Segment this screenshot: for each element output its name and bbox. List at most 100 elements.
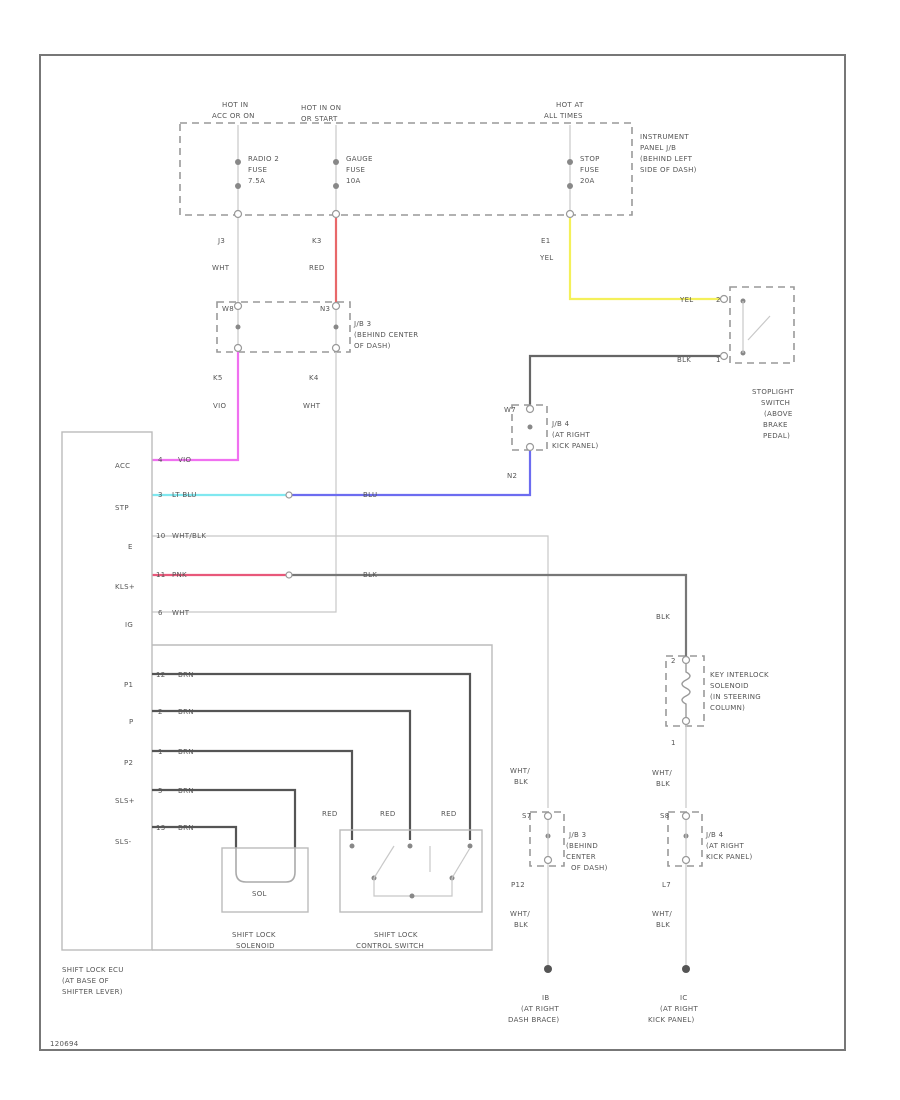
svg-text:(AT RIGHT: (AT RIGHT bbox=[521, 1005, 559, 1013]
svg-text:PEDAL): PEDAL) bbox=[763, 432, 790, 440]
svg-text:P2: P2 bbox=[124, 759, 133, 767]
svg-text:20A: 20A bbox=[580, 177, 595, 185]
svg-text:WHT/: WHT/ bbox=[652, 769, 672, 777]
svg-text:HOT AT: HOT AT bbox=[556, 101, 584, 109]
ground-ib-label: IB (AT RIGHT DASH BRACE) bbox=[508, 994, 559, 1024]
svg-text:BLK: BLK bbox=[514, 921, 528, 929]
svg-text:WHT/: WHT/ bbox=[510, 910, 530, 918]
svg-text:SWITCH: SWITCH bbox=[761, 399, 790, 407]
source-label-1: HOT IN ACC OR ON bbox=[212, 101, 255, 120]
ground-ib bbox=[544, 965, 552, 973]
wire-color-yel-2: YEL bbox=[679, 296, 694, 304]
svg-text:KICK PANEL): KICK PANEL) bbox=[552, 442, 599, 450]
svg-text:DASH BRACE): DASH BRACE) bbox=[508, 1016, 559, 1024]
svg-text:OF DASH): OF DASH) bbox=[571, 864, 608, 872]
wire-color-whtblk-c: WHT/ BLK bbox=[510, 910, 530, 929]
jb-pin-j3 bbox=[233, 209, 243, 219]
jb3-lower-box bbox=[529, 811, 565, 867]
shift-lock-ecu bbox=[61, 431, 153, 951]
wire-color-red-1: RED bbox=[322, 810, 338, 818]
wire-color-red-3: RED bbox=[441, 810, 457, 818]
wire-color-yel-1: YEL bbox=[539, 254, 554, 262]
pin-1-interlock: 1 bbox=[671, 739, 676, 747]
shift-lock-assembly-box bbox=[152, 644, 493, 951]
stop-fuse: STOP FUSE 20A bbox=[567, 125, 600, 214]
pin-2-interlock: 2 bbox=[671, 657, 676, 665]
wire-color-vio-1: VIO bbox=[213, 402, 226, 410]
connector-s8: S8 bbox=[660, 812, 670, 820]
jb3-lower-label: J/B 3 (BEHIND CENTER OF DASH) bbox=[566, 831, 608, 872]
svg-text:IB: IB bbox=[542, 994, 549, 1002]
svg-text:FUSE: FUSE bbox=[248, 166, 267, 174]
connector-w7: W7 bbox=[504, 406, 516, 414]
shift-lock-solenoid bbox=[221, 847, 309, 913]
svg-text:ACC: ACC bbox=[115, 462, 130, 470]
wire-brn-p2 bbox=[152, 749, 354, 840]
svg-text:J/B 4: J/B 4 bbox=[551, 420, 570, 428]
wire-color-pnk: PNK bbox=[172, 571, 187, 579]
svg-text:KLS+: KLS+ bbox=[115, 583, 135, 591]
svg-text:STOP: STOP bbox=[580, 155, 600, 163]
key-interlock-solenoid-label: KEY INTERLOCK SOLENOID (IN STEERING COLU… bbox=[710, 671, 769, 712]
svg-text:(AT BASE OF: (AT BASE OF bbox=[62, 977, 109, 985]
svg-text:(AT RIGHT: (AT RIGHT bbox=[552, 431, 590, 439]
jb4-lower-label: J/B 4 (AT RIGHT KICK PANEL) bbox=[705, 831, 753, 861]
jb4-upper-label: J/B 4 (AT RIGHT KICK PANEL) bbox=[551, 420, 599, 450]
wire-yel-stop bbox=[568, 218, 723, 301]
svg-text:SLS+: SLS+ bbox=[115, 797, 135, 805]
shift-lock-control-switch bbox=[339, 829, 483, 913]
svg-text:BLK: BLK bbox=[656, 921, 670, 929]
svg-text:(BEHIND LEFT: (BEHIND LEFT bbox=[640, 155, 693, 163]
connector-n2: N2 bbox=[507, 472, 517, 480]
solenoid-coil bbox=[235, 848, 296, 883]
svg-text:INSTRUMENT: INSTRUMENT bbox=[640, 133, 689, 141]
svg-text:ACC OR ON: ACC OR ON bbox=[212, 112, 255, 120]
svg-text:SLS-: SLS- bbox=[115, 838, 132, 846]
svg-text:RADIO 2: RADIO 2 bbox=[248, 155, 279, 163]
svg-text:7.5A: 7.5A bbox=[248, 177, 265, 185]
svg-text:(AT RIGHT: (AT RIGHT bbox=[706, 842, 744, 850]
connector-e1: E1 bbox=[541, 237, 550, 245]
svg-text:SOLENOID: SOLENOID bbox=[710, 682, 749, 690]
jb-pin-k3 bbox=[331, 209, 341, 219]
svg-text:WHT/: WHT/ bbox=[510, 767, 530, 775]
gauge-fuse: GAUGE FUSE 10A bbox=[333, 125, 373, 214]
wire-blu-stp bbox=[288, 451, 532, 497]
svg-text:E: E bbox=[128, 543, 133, 551]
pin-1-stop: 1 bbox=[716, 356, 721, 364]
svg-text:STP: STP bbox=[115, 504, 129, 512]
svg-text:P: P bbox=[129, 718, 134, 726]
svg-text:BRAKE: BRAKE bbox=[763, 421, 788, 429]
stoplight-switch-label: STOPLIGHT SWITCH (ABOVE BRAKE PEDAL) bbox=[752, 388, 794, 440]
svg-text:GAUGE: GAUGE bbox=[346, 155, 373, 163]
connector-s7: S7 bbox=[522, 812, 532, 820]
svg-text:J/B 3: J/B 3 bbox=[353, 320, 371, 328]
svg-text:KICK PANEL): KICK PANEL) bbox=[706, 853, 753, 861]
svg-text:SHIFT LOCK: SHIFT LOCK bbox=[374, 931, 418, 939]
pin-10: 10 bbox=[156, 532, 166, 540]
wire-color-red: RED bbox=[309, 264, 325, 272]
svg-text:P1: P1 bbox=[124, 681, 133, 689]
connector-n3-top: N3 bbox=[320, 305, 330, 313]
svg-text:SHIFT LOCK: SHIFT LOCK bbox=[232, 931, 276, 939]
wire-color-blk-stop: BLK bbox=[677, 356, 691, 364]
svg-text:COLUMN): COLUMN) bbox=[710, 704, 745, 712]
svg-text:J/B 4: J/B 4 bbox=[705, 831, 724, 839]
svg-text:10A: 10A bbox=[346, 177, 361, 185]
wire-color-wht-2: WHT bbox=[303, 402, 321, 410]
ecu-pin-labels: ACC STP E KLS+ IG P1 P P2 SLS+ SLS- bbox=[115, 462, 135, 846]
shift-lock-ecu-label: SHIFT LOCK ECU (AT BASE OF SHIFTER LEVER… bbox=[62, 966, 123, 996]
source-label-3: HOT AT ALL TIMES bbox=[544, 101, 584, 120]
svg-text:CENTER: CENTER bbox=[566, 853, 596, 861]
svg-text:BLK: BLK bbox=[656, 780, 670, 788]
wire-color-whtblk-d: WHT/ BLK bbox=[652, 910, 672, 929]
pin-4: 4 bbox=[158, 456, 163, 464]
svg-text:(AT RIGHT: (AT RIGHT bbox=[660, 1005, 698, 1013]
wire-whtblk-e bbox=[152, 535, 549, 808]
instrument-panel-jb-label: INSTRUMENT PANEL J/B (BEHIND LEFT SIDE O… bbox=[640, 133, 696, 174]
svg-text:HOT IN ON: HOT IN ON bbox=[301, 104, 341, 112]
connector-k4: K4 bbox=[309, 374, 319, 382]
wire-color-blk-right: BLK bbox=[656, 613, 670, 621]
pin-3: 3 bbox=[158, 491, 163, 499]
